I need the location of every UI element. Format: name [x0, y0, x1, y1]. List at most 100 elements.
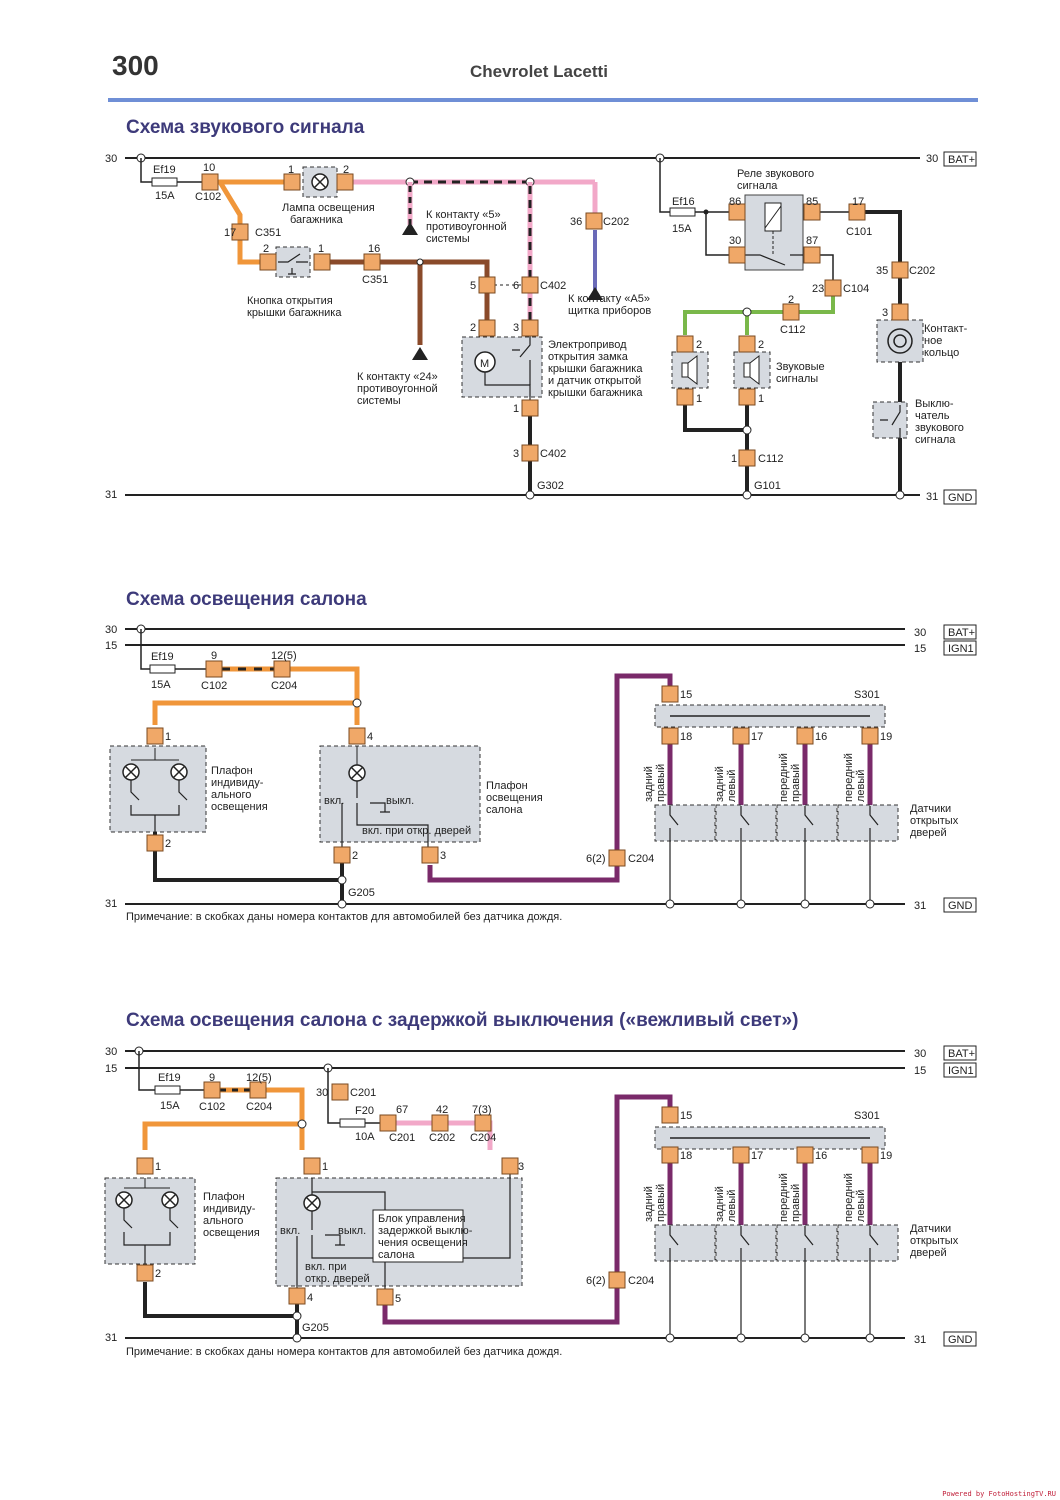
ign-label: IGN1 — [948, 643, 974, 655]
actuator-label: крышки багажника — [548, 387, 643, 399]
control-unit-label: чения освещения — [378, 1237, 468, 1249]
ring-label: кольцо — [924, 347, 959, 359]
individual-lamp-label: индивиду- — [211, 777, 264, 789]
control-unit-label: Блок управления — [378, 1213, 466, 1225]
pin-label: 19 — [880, 1150, 892, 1162]
motor-label: M — [480, 358, 489, 370]
door-label: левый — [726, 770, 738, 802]
fuse-label: Ef19 — [158, 1072, 181, 1084]
pin-label: 2 — [788, 294, 794, 306]
delay-section-title: Схема освещения салона с задержкой выклю… — [126, 1010, 798, 1032]
fuse-label: F20 — [355, 1105, 374, 1117]
rail-label-31: 31 — [105, 1332, 117, 1344]
pin-label: 15 — [680, 689, 692, 701]
ign-label: IGN1 — [948, 1065, 974, 1077]
wire-violet — [382, 1094, 673, 1325]
horn-switch-label: сигнала — [915, 434, 956, 446]
gnd-label: GND — [948, 900, 973, 912]
pin-label: 3 — [513, 322, 519, 334]
sensors-label: Датчики — [910, 803, 951, 815]
pin-label: 6 — [513, 280, 519, 292]
ref-label: К контакту «24» — [357, 371, 438, 383]
individual-lamp-label: освещения — [203, 1227, 260, 1239]
wire-orange — [220, 1087, 305, 1150]
splice-label: S301 — [854, 689, 880, 701]
door-label: левый — [726, 1190, 738, 1222]
ground-label: G302 — [537, 480, 564, 492]
pin-label: 16 — [815, 731, 827, 743]
switch-on-label: вкл. — [280, 1225, 300, 1237]
pin-label: 1 — [165, 731, 171, 743]
switch-door-label: откр. дверей — [305, 1273, 370, 1285]
connector-label: C402 — [540, 280, 566, 292]
connector-label: C204 — [271, 680, 297, 692]
delay-control-unit — [372, 1209, 464, 1263]
gnd-label: GND — [948, 1334, 973, 1346]
pin-label: 3 — [882, 307, 888, 319]
pin-label: 17 — [852, 196, 864, 208]
wire-black — [683, 405, 747, 432]
ref-label: системы — [357, 395, 401, 407]
pin-label: 6(2) — [586, 1275, 606, 1287]
relay-label: Реле звукового — [737, 168, 814, 180]
connector-label: C204 — [628, 1275, 654, 1287]
pin-label: 4 — [307, 1292, 313, 1304]
interior-diagram: 30 15 31 30 BAT+ 15 IGN1 31 GND Ef19 15A… — [105, 624, 977, 923]
rail-label-31: 31 — [914, 900, 926, 912]
fuse-rating: 15A — [155, 190, 175, 202]
wire-black — [153, 832, 342, 882]
relay-pin: 86 — [729, 196, 741, 208]
pin-label: 1 — [513, 403, 519, 415]
interior-section-title: Схема освещения салона — [126, 589, 367, 610]
fuse-rating: 15A — [151, 679, 171, 691]
relay-pin: 30 — [729, 235, 741, 247]
rail-label-31: 31 — [914, 1334, 926, 1346]
wire-brown — [330, 259, 490, 320]
door-sensor-box — [654, 1224, 716, 1262]
pin-label: 23 — [812, 283, 824, 295]
pin-label: 9 — [209, 1072, 215, 1084]
rail-label-30: 30 — [105, 1046, 117, 1058]
fuse-label: Ef19 — [153, 164, 176, 176]
door-sensor-box — [837, 804, 899, 842]
rail-label-15: 15 — [105, 640, 117, 652]
door-label: левый — [855, 1190, 867, 1222]
ref-label: системы — [426, 233, 470, 245]
book-title: Chevrolet Lacetti — [470, 62, 608, 81]
connector-label: C102 — [195, 191, 221, 203]
pin-label: 2 — [263, 243, 269, 255]
connector-label: C112 — [758, 453, 783, 465]
pin-label: 17 — [751, 731, 763, 743]
door-label: задний — [643, 766, 655, 802]
pin-label: 10 — [203, 162, 215, 174]
pin-label: 2 — [352, 850, 358, 862]
horn-section-title: Схема звукового сигнала — [126, 117, 365, 138]
pin-label: 3 — [518, 1161, 524, 1173]
pin-label: 9 — [211, 650, 217, 662]
pin-label: 1 — [696, 393, 702, 405]
pin-label: 7(3) — [472, 1104, 492, 1116]
footer-watermark: Powered by FotoHostingTV.RU — [942, 1490, 1056, 1498]
door-label: задний — [643, 1186, 655, 1222]
connector-label: C101 — [846, 226, 872, 238]
wire-black — [865, 210, 902, 495]
relay-pin: 85 — [806, 196, 818, 208]
connector-label: C204 — [628, 853, 654, 865]
door-label: передний — [843, 1173, 855, 1222]
actuator-label: крышки багажника — [548, 363, 643, 375]
fuse-rating: 15A — [672, 223, 692, 235]
ground-label: G205 — [348, 887, 375, 899]
pin-label: 2 — [696, 339, 702, 351]
wire-black — [143, 1282, 296, 1318]
dome-lamp-label: освещения — [486, 792, 543, 804]
pin-label: 1 — [288, 164, 294, 176]
fuse-label: Ef19 — [151, 651, 174, 663]
page-number: 300 — [112, 50, 159, 81]
pin-label: 2 — [343, 164, 349, 176]
ring-label: Контакт- — [924, 323, 968, 335]
pin-label: 42 — [436, 1104, 448, 1116]
ref-label: противоугонной — [426, 221, 507, 233]
pin-label: 12(5) — [246, 1072, 272, 1084]
speaker-icon — [743, 354, 760, 386]
